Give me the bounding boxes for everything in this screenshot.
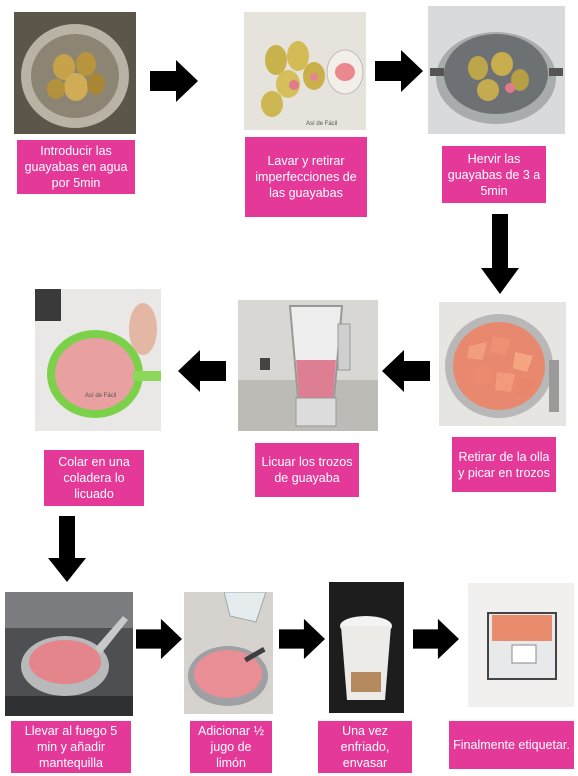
packaging-in-cup-image [329, 582, 404, 713]
step-10-label: Finalmente etiquetar. [449, 721, 574, 769]
arrow-icon [178, 350, 226, 392]
step-8-photo [184, 592, 273, 714]
labeled-guava-paste-image [468, 583, 574, 707]
step-3-label: Hervir las guayabas de 3 a 5min [442, 146, 546, 203]
step-6-photo: Así de Fácil [35, 289, 161, 431]
arrow-icon [481, 214, 519, 294]
step-6-label: Colar en una coladera lo licuado [44, 450, 144, 506]
watermark: Así de Fácil [306, 121, 337, 127]
arrow-icon [279, 618, 325, 660]
watermark: Así de Fácil [85, 393, 116, 399]
step-5-photo [238, 300, 378, 431]
washed-guavas-image: Así de Fácil [244, 12, 366, 130]
arrow-icon [150, 60, 198, 102]
step-3-photo [428, 6, 565, 134]
arrow-icon [375, 50, 423, 92]
step-8-label: Adicionar ½ jugo de limón [190, 721, 272, 773]
step-7-photo [5, 592, 133, 716]
strainer-guava-puree-image: Así de Fácil [35, 289, 161, 431]
arrow-icon [413, 618, 459, 660]
step-1-label: Introducir las guayabas en agua por 5min [17, 140, 135, 194]
step-7-label: Llevar al fuego 5 min y añadir mantequil… [11, 721, 131, 773]
step-4-label: Retirar de la olla y picar en trozos [452, 437, 556, 492]
guavas-in-water-bowl-image [14, 12, 136, 134]
step-1-photo [14, 12, 136, 134]
arrow-icon [382, 350, 430, 392]
step-10-photo [468, 583, 574, 707]
step-5-label: Licuar los trozos de guayaba [255, 443, 359, 497]
step-9-label: Una vez enfriado, envasar [318, 721, 412, 773]
blender-guava-image [238, 300, 378, 431]
step-9-photo [329, 582, 404, 713]
chopped-guava-pieces-image [439, 302, 566, 426]
step-2-photo: Así de Fácil [244, 12, 366, 130]
cooking-pot-stove-image [5, 592, 133, 716]
step-2-label: Lavar y retirar imperfecciones de las gu… [245, 137, 367, 217]
arrow-icon [48, 516, 86, 582]
adding-lemon-juice-image [184, 592, 273, 714]
step-4-photo [439, 302, 566, 426]
arrow-icon [136, 618, 182, 660]
guavas-boiling-pot-image [428, 6, 565, 134]
